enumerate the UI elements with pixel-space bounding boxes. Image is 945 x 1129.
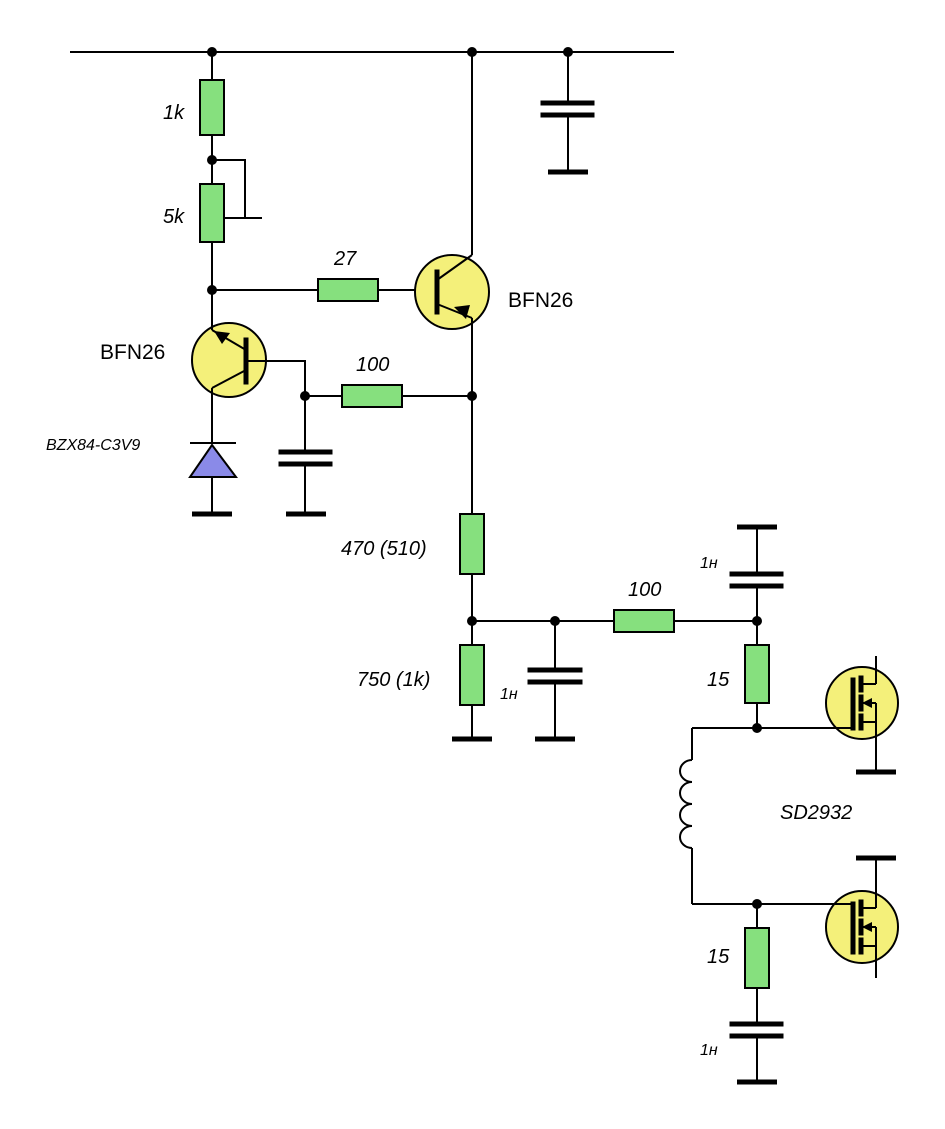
label-q2: BFN26 [508, 289, 573, 312]
capacitor-1n-mid [527, 621, 583, 742]
label-r-1k: 1k [163, 102, 185, 124]
label-diode: BZX84-C3V9 [46, 437, 140, 454]
resistor-100-mid [613, 609, 675, 633]
label-c-1n-top: 1н [700, 555, 718, 572]
bias-branch [199, 52, 420, 322]
resistor-100-top [341, 384, 403, 408]
label-r-15-bot: 15 [707, 946, 730, 968]
label-r-100-top: 100 [356, 354, 389, 376]
mosfet-upper [825, 656, 899, 775]
resistor-15-top [744, 644, 770, 704]
labels: 1k 5k 27 BFN26 BFN26 100 BZX84-C3V9 470 … [46, 102, 852, 1059]
resistor-470 [459, 513, 485, 575]
resistor-15-bot [744, 927, 770, 989]
resistor-27 [317, 278, 379, 302]
label-r-5k: 5k [163, 206, 185, 228]
transistor-q2 [414, 52, 490, 396]
label-r-15-top: 15 [707, 669, 730, 691]
junction-dots [207, 47, 762, 909]
label-q1: BFN26 [100, 341, 165, 364]
transistor-q1 [191, 322, 306, 443]
resistor-750 [459, 644, 485, 706]
label-c-1n-mid: 1н [500, 686, 518, 703]
capacitor-supply [540, 52, 595, 175]
label-r-100-mid: 100 [628, 579, 661, 601]
feedback-network [278, 384, 472, 517]
zener-diode [188, 442, 238, 517]
gate-feed [613, 524, 828, 729]
lower-gate-network [729, 904, 784, 1085]
resistor-1k [199, 79, 225, 136]
label-mosfet: SD2932 [780, 802, 852, 824]
label-r-750: 750 (1k) [357, 669, 430, 691]
potentiometer-5k [199, 183, 225, 243]
emitter-divider [452, 396, 614, 742]
label-r-470: 470 (510) [341, 538, 427, 560]
mosfet-lower [825, 855, 899, 978]
label-c-1n-bot: 1н [700, 1042, 718, 1059]
label-r-27: 27 [333, 248, 357, 270]
